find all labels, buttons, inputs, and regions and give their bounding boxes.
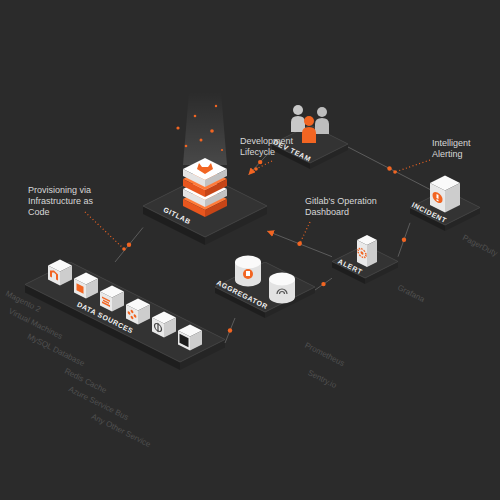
callout-note: Intelligent Alerting <box>432 138 490 160</box>
platform-node: DATA SOURCES <box>25 262 225 370</box>
service-label: Sentry.io <box>306 368 338 390</box>
service-label: Azure Service Bus <box>67 385 130 422</box>
platform-top <box>143 175 267 237</box>
gitlab-layer <box>183 168 227 197</box>
service-cube <box>74 273 98 299</box>
leader-line <box>395 160 430 172</box>
gitlab-logo <box>197 163 213 174</box>
alert-icon <box>357 235 377 267</box>
sentry-logo <box>277 289 287 294</box>
leader-line-group <box>85 160 430 249</box>
platform-top <box>272 125 348 163</box>
callout-note: Gitlab's Operation Dashboard <box>305 196 397 218</box>
platform-shape <box>25 262 225 370</box>
leader-line <box>256 161 272 169</box>
platform-shape <box>143 175 267 245</box>
platform-top <box>332 245 398 278</box>
leader-dot-group <box>122 167 397 251</box>
prometheus-logo <box>243 269 253 279</box>
mysql-logo <box>102 296 110 306</box>
flow-connector <box>115 228 143 263</box>
prometheus-logo <box>246 271 250 276</box>
service-label: Virtual Machines <box>7 307 64 341</box>
connector-dot <box>321 282 325 286</box>
service-cube <box>126 299 150 325</box>
database-cylinder <box>269 273 295 304</box>
leader-dot <box>298 241 302 245</box>
platform-top <box>25 262 225 362</box>
platform-top <box>410 190 480 225</box>
flow-connector <box>267 231 332 257</box>
leader-line <box>300 222 310 243</box>
gitlab-layer <box>183 188 227 217</box>
light-beam <box>183 92 227 165</box>
flow-connector <box>398 223 410 257</box>
flow-connector <box>248 149 272 175</box>
azure-logo <box>155 321 162 334</box>
gitlab-layer <box>183 158 227 187</box>
person-icon <box>315 107 329 134</box>
leader-line <box>85 212 124 249</box>
connector-dot <box>228 328 232 332</box>
service-cube <box>178 325 202 351</box>
service-label: PagerDuty <box>461 233 499 258</box>
person-icon <box>302 116 316 143</box>
floating-dots <box>176 105 223 151</box>
flow-connector <box>348 147 431 190</box>
connector-dot <box>127 243 131 247</box>
service-label: Grafana <box>396 283 426 304</box>
callout-note: Provisioning via Infrastructure as Code <box>28 185 102 218</box>
database-cylinder <box>235 256 261 287</box>
platform-node: INCIDENT <box>410 190 480 231</box>
gitlab-layer <box>183 178 227 207</box>
platform-node: GITLAB <box>143 175 267 245</box>
platform-node: ALERT <box>332 245 398 284</box>
service-cube <box>48 260 72 286</box>
service-label: Any Other Service <box>90 412 152 449</box>
leader-dot <box>254 167 258 171</box>
leader-dot <box>122 247 126 251</box>
connector-dot <box>258 160 262 164</box>
platform-top <box>215 262 315 312</box>
leader-dot <box>393 170 397 174</box>
flow-connector <box>315 278 332 290</box>
incident-icon <box>430 176 460 213</box>
redis-logo <box>128 308 137 321</box>
platform-node: DEV TEAM <box>272 125 348 169</box>
magento-logo <box>50 268 58 280</box>
service-logo <box>180 334 189 348</box>
connector-dot <box>297 242 301 246</box>
service-label: Prometheus <box>303 341 346 368</box>
vm-logo <box>77 283 84 294</box>
service-cube <box>152 312 176 338</box>
person-icon <box>291 105 305 132</box>
service-cube <box>100 286 124 312</box>
platform-node: AGGREGATOR <box>215 262 315 318</box>
service-label: Redis Cache <box>63 366 108 395</box>
connector-dot <box>402 238 406 242</box>
service-label: MySQL Database <box>26 332 86 368</box>
connector-dot <box>387 166 391 170</box>
flow-connector <box>225 318 235 343</box>
